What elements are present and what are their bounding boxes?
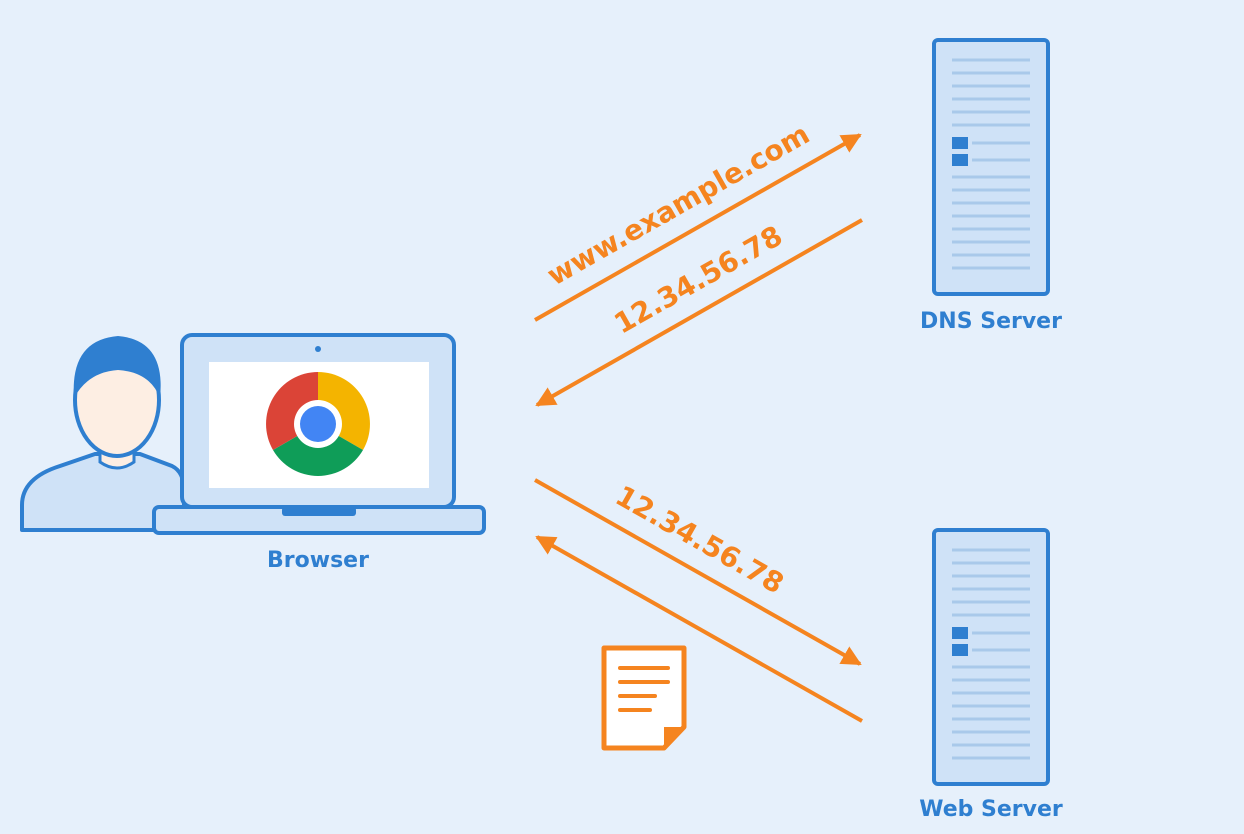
- document-icon: [601, 645, 687, 751]
- arrow-response-dns: [535, 218, 863, 407]
- user-avatar-icon: [20, 336, 186, 532]
- arrow-response-web: [535, 535, 863, 723]
- dns-server-icon: [932, 38, 1050, 296]
- chrome-logo-icon: [266, 372, 370, 476]
- web-server-label: Web Server: [919, 797, 1063, 822]
- edge-label-domain: www.example.com: [542, 117, 816, 292]
- browser-label: Browser: [267, 548, 369, 573]
- web-server-icon: [932, 528, 1050, 786]
- arrow-request-web: [534, 478, 862, 666]
- dns-server-label: DNS Server: [920, 309, 1062, 334]
- arrow-request-dns: [534, 133, 862, 322]
